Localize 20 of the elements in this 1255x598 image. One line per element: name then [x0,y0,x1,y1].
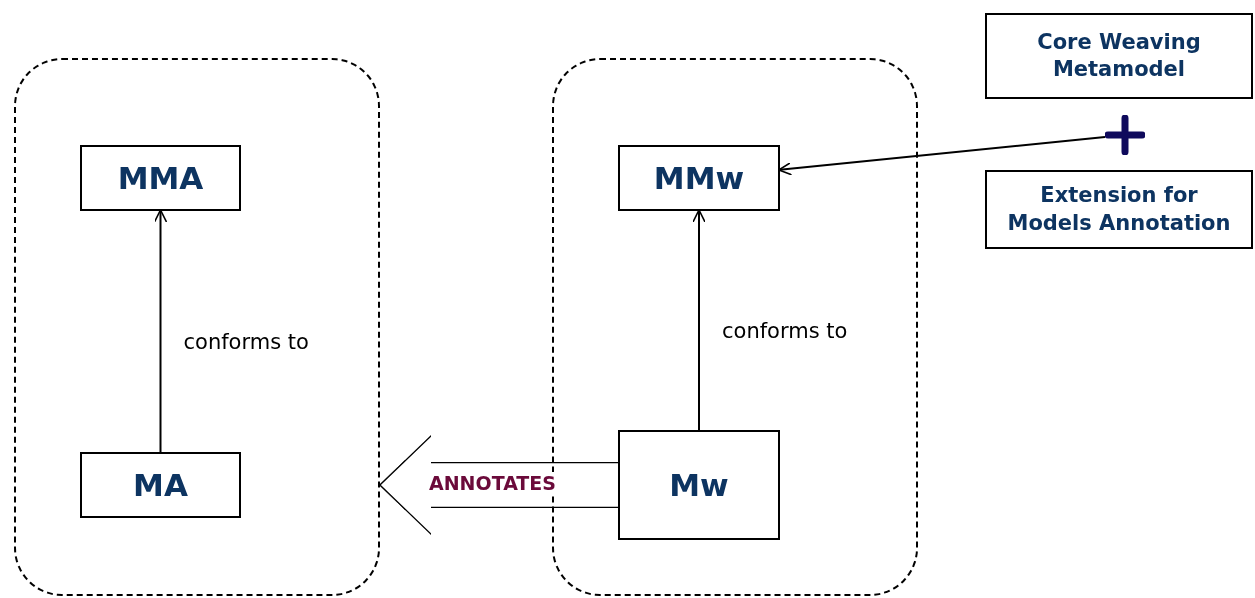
dashed-group-frame [14,58,380,596]
edge-label: conforms to [183,329,309,354]
edge-label: ANNOTATES [429,472,556,494]
model-box [80,452,241,518]
arrow [153,209,168,453]
model-box [618,430,780,540]
node-label: Mw [669,465,729,505]
block-arrow [379,435,618,535]
arrow [692,209,706,431]
node-label: MMA [117,158,204,198]
model-box [985,170,1253,249]
node-label: Extension for Models Annotation [1006,182,1232,237]
node-label: Core Weaving Metamodel [1036,28,1202,83]
node-label: MMw [653,158,745,198]
model-box [985,13,1253,99]
model-box [80,145,241,211]
node-label: MA [133,465,188,505]
plus-icon [1105,115,1145,155]
edge-label: conforms to [722,318,848,343]
model-box [618,145,780,211]
